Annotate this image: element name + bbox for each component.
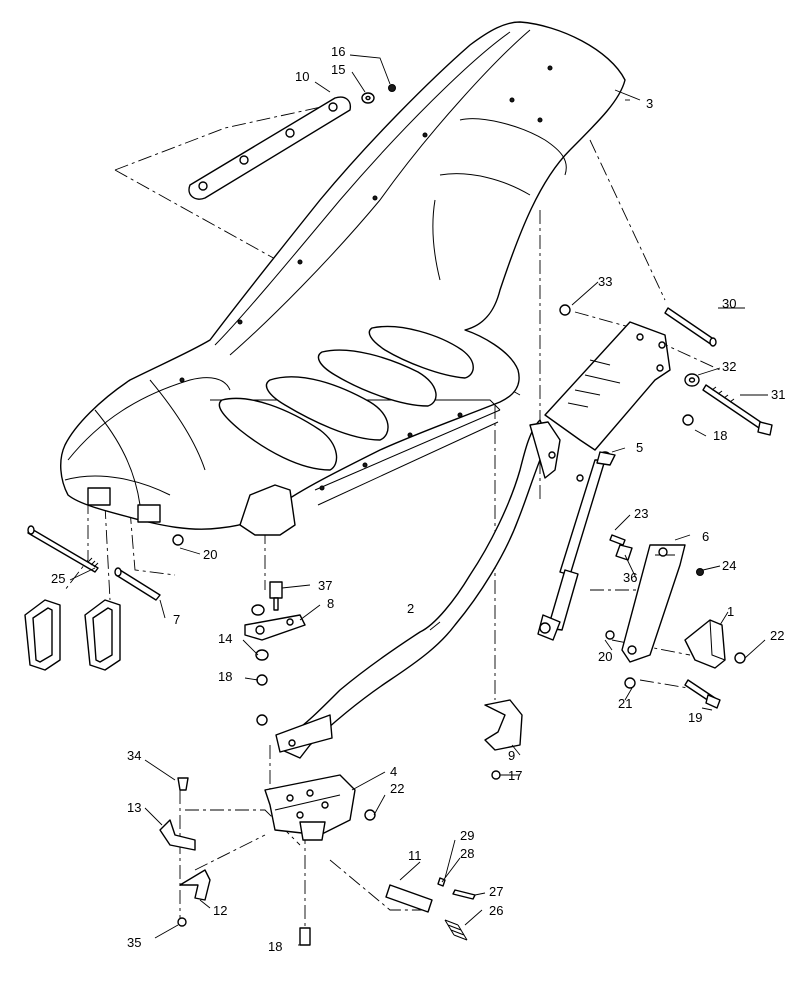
callout-24: 24 bbox=[722, 558, 736, 573]
bracket-9 bbox=[484, 699, 523, 751]
callout-13: 13 bbox=[127, 800, 141, 815]
screw-23 bbox=[609, 534, 626, 546]
latch-bracket bbox=[684, 619, 726, 669]
callout-22-lower: 22 bbox=[390, 781, 404, 796]
callout-6: 6 bbox=[702, 529, 709, 544]
callout-20-right: 20 bbox=[598, 649, 612, 664]
callout-19: 19 bbox=[688, 710, 702, 725]
plate-8 bbox=[244, 614, 306, 641]
callout-4: 4 bbox=[390, 764, 397, 779]
callout-10: 10 bbox=[295, 69, 309, 84]
callout-18-bottom: 18 bbox=[268, 939, 282, 954]
callout-18-upper: 18 bbox=[713, 428, 727, 443]
pin-27 bbox=[452, 889, 476, 900]
callout-29: 29 bbox=[460, 828, 474, 843]
callout-25: 25 bbox=[51, 571, 65, 586]
callout-31: 31 bbox=[771, 387, 785, 402]
nut-18-left bbox=[256, 674, 268, 686]
callout-22-right: 22 bbox=[770, 628, 784, 643]
support-arm bbox=[275, 419, 561, 759]
callout-27: 27 bbox=[489, 884, 503, 899]
callout-32: 32 bbox=[722, 359, 736, 374]
bolt-18-bottom bbox=[299, 927, 311, 946]
gas-spring bbox=[537, 451, 616, 641]
callout-37: 37 bbox=[318, 578, 332, 593]
callout-8: 8 bbox=[327, 596, 334, 611]
callout-11: 11 bbox=[408, 848, 422, 863]
nut-20-left bbox=[172, 534, 184, 546]
strap-bar bbox=[188, 96, 352, 200]
washer-top-8 bbox=[251, 604, 265, 616]
callout-17: 17 bbox=[508, 768, 522, 783]
callout-28: 28 bbox=[460, 846, 474, 861]
callout-1: 1 bbox=[727, 604, 734, 619]
nut-20-right bbox=[605, 630, 615, 640]
callout-12: 12 bbox=[213, 903, 227, 918]
callout-labels: 16 15 10 3 33 30 32 31 18 5 23 6 36 24 1… bbox=[51, 44, 785, 954]
callout-5: 5 bbox=[636, 440, 643, 455]
bolt-19 bbox=[684, 679, 721, 709]
callout-9: 9 bbox=[508, 748, 515, 763]
rod-25 bbox=[27, 525, 99, 573]
nut-18-upper bbox=[682, 414, 694, 426]
callout-30: 30 bbox=[722, 296, 736, 311]
washer-14 bbox=[255, 649, 269, 661]
assembly-lines bbox=[64, 104, 721, 930]
callout-21: 21 bbox=[618, 696, 632, 711]
callout-18-left: 18 bbox=[218, 669, 232, 684]
nut-24 bbox=[696, 568, 704, 576]
screw-21 bbox=[624, 677, 636, 689]
spring-26 bbox=[444, 919, 468, 941]
callout-16: 16 bbox=[331, 44, 345, 59]
callout-26: 26 bbox=[489, 903, 503, 918]
bracket-12 bbox=[179, 869, 211, 901]
callout-20-left: 20 bbox=[203, 547, 217, 562]
callout-2: 2 bbox=[407, 601, 414, 616]
pin-30 bbox=[664, 307, 717, 347]
leader-lines bbox=[69, 54, 768, 946]
callout-14: 14 bbox=[218, 631, 232, 646]
latch-pin-11 bbox=[385, 884, 433, 913]
callout-34: 34 bbox=[127, 748, 141, 763]
bolt-31 bbox=[702, 384, 773, 436]
bracket-13 bbox=[159, 819, 196, 851]
callout-23: 23 bbox=[634, 506, 648, 521]
nut-33 bbox=[559, 304, 571, 316]
callout-33: 33 bbox=[598, 274, 612, 289]
seat-pan bbox=[60, 21, 626, 536]
nut-22-right bbox=[734, 652, 746, 664]
bolt-17 bbox=[491, 770, 501, 780]
mount-plate-4 bbox=[264, 774, 356, 841]
callout-15: 15 bbox=[331, 62, 345, 77]
callout-35: 35 bbox=[127, 935, 141, 950]
spring-clips bbox=[24, 599, 121, 671]
pin-7 bbox=[114, 567, 161, 601]
nut-35 bbox=[177, 917, 187, 927]
screw-34 bbox=[177, 777, 189, 791]
callout-7: 7 bbox=[173, 612, 180, 627]
washer-15 bbox=[361, 92, 375, 104]
stud-37 bbox=[269, 581, 283, 611]
nut-arm bbox=[256, 714, 268, 726]
nut-16 bbox=[388, 84, 396, 92]
seat-bracket-plate bbox=[544, 321, 671, 451]
latch-lever bbox=[615, 544, 686, 663]
callout-3: 3 bbox=[646, 96, 653, 111]
washer-32 bbox=[684, 373, 700, 387]
nut-22-lower bbox=[364, 809, 376, 821]
callout-36: 36 bbox=[623, 570, 637, 585]
